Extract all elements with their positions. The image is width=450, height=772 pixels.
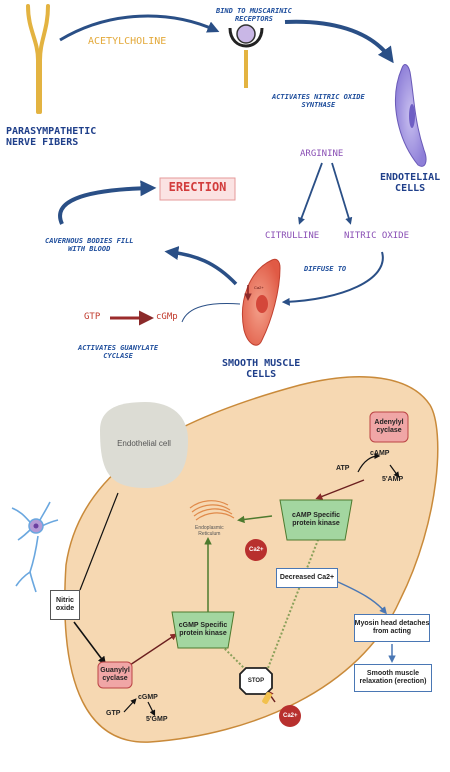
gtp-bottom-label: GTP (106, 710, 121, 717)
guanylyl-box (97, 661, 133, 689)
acetylcholine-label: ACETYLCHOLINE (88, 36, 167, 47)
arrow-camp-kinase-to-er (237, 515, 273, 524)
nitric-oxide-box: Nitric oxide (50, 590, 80, 620)
camp-kinase-label: cAMP Specific protein kinase (291, 511, 341, 527)
arrow-endothelial-to-no (79, 492, 119, 591)
endoplasmic-reticulum-icon (189, 500, 235, 521)
ca-muscle-label: Ca2+ (254, 285, 264, 290)
ca-circle-1 (245, 539, 267, 561)
smooth-muscle-label: SMOOTH MUSCLE CELLS (222, 358, 301, 380)
parasympathetic-label: PARASYMPATHETIC NERVE FIBERS (6, 126, 97, 148)
arrow-no-to-muscle (281, 251, 384, 306)
erection-box (159, 177, 236, 201)
cgmp-label: cGMp (156, 312, 178, 322)
camp-kinase-shape (279, 499, 353, 541)
atp-label: ATP (336, 465, 350, 472)
arrow-cgmp-to-muscle (181, 303, 241, 323)
erection-label: ERECTION (168, 180, 227, 194)
arrow-receptor-to-endotelial (284, 19, 394, 64)
guanylyl-label: Guanylyl cyclase (100, 666, 130, 682)
decreased-ca-box: Decreased Ca2+ (276, 568, 338, 588)
arrow-nerve-to-receptor (59, 14, 220, 42)
citrulline-label: CITRULLINE (265, 231, 320, 241)
relaxation-box: Smooth muscle relaxation (erection) (354, 664, 432, 692)
endotelial-label: ENDOTELIAL CELLS (380, 172, 441, 194)
dotted-kinase-stop (221, 645, 247, 671)
activates-nos-label: ACTIVATES NITRIC OXIDE SYNTHASE (272, 93, 365, 109)
camp-label: cAMP (370, 450, 390, 457)
five-gmp-label: 5'GMP (146, 716, 168, 723)
gtp-label: GTP (84, 312, 101, 322)
er-label: Endoplasmic Reticulum (195, 525, 224, 537)
cgmp-kinase-label: cGMP Specific protein kinase (178, 621, 228, 637)
endothelial-cell-label: Endothelial cell (117, 439, 171, 448)
cgmp-bottom-label: cGMP (138, 694, 158, 701)
dotted-stop-camp-kinase (267, 539, 319, 669)
adenylyl-box (369, 411, 409, 443)
arrow-cavernous-to-erection (58, 180, 157, 225)
bind-receptors-label: BIND TO MUSCARINIC RECEPTORS (216, 7, 292, 23)
arrow-adenylyl-to-kinase (315, 479, 365, 500)
activates-gc-label: ACTIVATES GUANYLATE CYCLASE (78, 344, 159, 360)
arrow-guanylyl-to-kinase (129, 633, 178, 666)
diffuse-to-label: DIFFUSE TO (304, 265, 347, 273)
arrow-no-to-guanylyl (73, 621, 106, 665)
myosin-box: Myosin head detaches from acting (354, 614, 430, 642)
ca-circle-2 (279, 705, 301, 727)
adenylyl-label: Adenylyl cyclase (374, 418, 404, 434)
arrow-arginine-citrulline (298, 162, 323, 225)
cavernous-label: CAVERNOUS BODIES FILL WITH BLOOD (45, 237, 134, 253)
arrow-muscle-to-cavernous (164, 246, 238, 286)
ca2-label: Ca2+ (283, 713, 298, 719)
nitric-oxide-label: NITRIC OXIDE (344, 231, 410, 241)
cgmp-kinase-shape (171, 611, 235, 649)
endothelial-cell-blob (100, 402, 188, 488)
ca1-label: Ca2+ (249, 547, 264, 553)
muscarinic-receptor-icon (228, 27, 264, 48)
arrow-arginine-no (331, 162, 353, 225)
stop-label: STOP (247, 677, 265, 684)
five-amp-label: 5'AMP (382, 476, 404, 483)
neuron-icon (11, 501, 59, 593)
arginine-label: ARGININE (300, 149, 344, 159)
nerve-fiber-shape (26, 4, 50, 114)
arrow-decreased-ca-to-myosin (337, 581, 387, 615)
